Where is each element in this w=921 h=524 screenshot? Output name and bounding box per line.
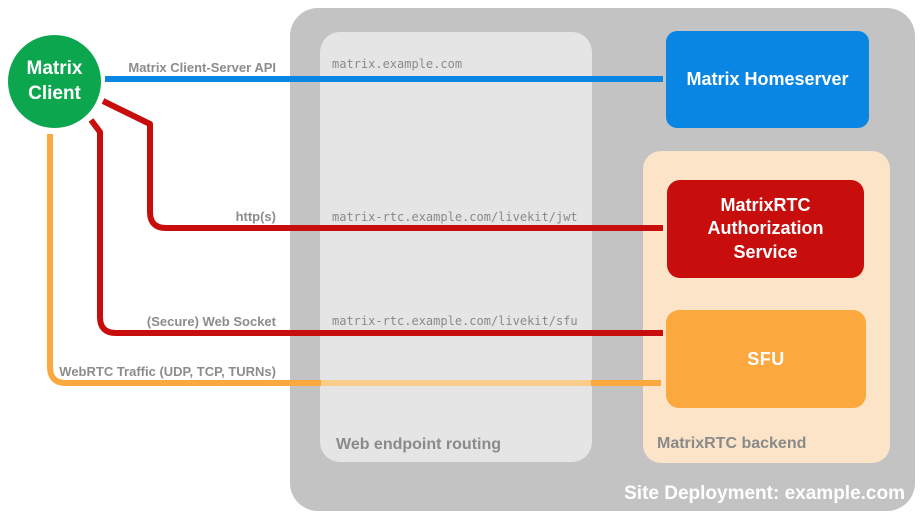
matrixrtc-backend-label: MatrixRTC backend	[657, 435, 807, 452]
matrixrtc-authorization-service-node: MatrixRTC Authorization Service	[667, 180, 864, 278]
https-arrow-label: http(s)	[235, 209, 276, 224]
webrtc-traffic-arrow-client-segment	[47, 134, 321, 386]
sfu-label: SFU	[747, 348, 785, 369]
matrixrtc-authorization-service-label: MatrixRTC Authorization Service	[707, 194, 824, 262]
webrtc-traffic-arrow-label: WebRTC Traffic (UDP, TCP, TURNs)	[59, 364, 276, 379]
matrix-client-node: Matrix Client	[8, 35, 101, 128]
web-endpoint-routing-box	[320, 32, 592, 462]
client-server-api-arrow-label: Matrix Client-Server API	[128, 60, 276, 75]
site-deployment-label: Site Deployment: example.com	[624, 483, 905, 504]
endpoint-livekit-jwt: matrix-rtc.example.com/livekit/jwt	[332, 210, 578, 224]
secure-web-socket-arrow-label: (Secure) Web Socket	[146, 314, 276, 329]
endpoint-livekit-sfu: matrix-rtc.example.com/livekit/sfu	[332, 314, 578, 328]
matrix-client-label: Matrix Client	[26, 57, 83, 104]
matrix-homeserver-label: Matrix Homeserver	[686, 69, 849, 89]
endpoint-matrix-example-com: matrix.example.com	[332, 57, 463, 71]
sfu-node: SFU	[666, 310, 866, 408]
web-endpoint-routing-label: Web endpoint routing	[336, 436, 502, 453]
matrix-homeserver-node: Matrix Homeserver	[666, 31, 869, 128]
